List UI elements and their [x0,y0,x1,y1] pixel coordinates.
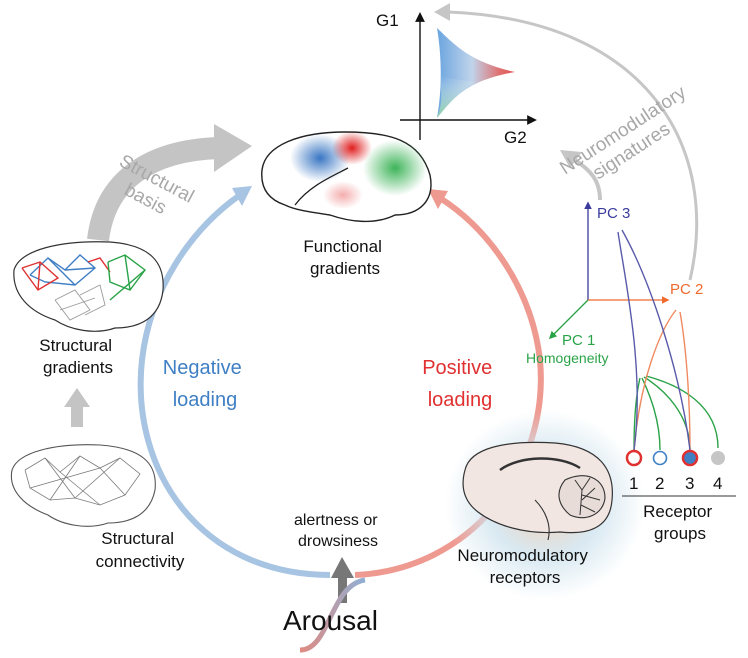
structural-network-gray [54,284,106,321]
receptor-group-3-marker [681,449,699,467]
receptor-group-2-number: 2 [655,474,664,493]
arousal-curve [299,577,366,653]
group3-to-pc3 [621,229,691,451]
receptor-group-1-number: 1 [629,474,638,493]
connectivity-to-gradients-arrow [71,405,83,427]
cerebellum-branches [574,477,601,516]
arousal-up-arrow [338,575,347,603]
receptor-groups: 1 2 3 4 Receptor groups [622,449,736,543]
pc2-to-plot-arrowhead [434,3,450,21]
functional-brain-sulcus [294,167,349,206]
pc2-to-plot-arrow [447,10,699,281]
neuromodulatory-signatures-label: Neuromodulatory signatures [556,79,706,197]
group3-to-pc1 [643,376,691,451]
neuromodulatory-receptors-label: Neuromodulatory receptors [457,546,592,587]
pc3-label: PC 3 [597,205,630,222]
structural-network-red [21,257,111,291]
group1-to-pc1 [633,377,641,451]
receptor-group-connections [617,229,719,451]
pc2-label: PC 2 [670,281,703,298]
positive-loading-arc [354,195,544,578]
group4-to-pc1 [645,375,719,449]
group1-to-pc2 [633,309,677,451]
functional-gradients-label: Functional gradients [303,237,386,278]
red-region [332,131,372,165]
gradient-plot: G1 G2 [376,11,537,147]
structural-connectivity-label: Structural connectivity [96,529,185,571]
negative-loading-arc [137,192,331,578]
structural-basis-arrow [87,137,221,242]
arousal-label: Arousal [283,605,378,636]
group1-to-pc3 [617,231,638,451]
alertness-label: alertness or drowsiness [294,512,382,550]
receptors-brainstem [534,499,550,541]
green-region [363,140,427,196]
pc3-to-plot-arrowhead [560,150,582,168]
functional-gradients-brain [261,131,432,223]
pink-region [323,181,363,209]
receptor-groups-label: Receptor groups [643,502,717,543]
connectivity-network [24,455,141,506]
connectivity-to-gradients-arrowhead [64,388,90,407]
pc1-axis [548,299,589,340]
receptors-cerebellum [558,475,606,519]
receptor-group-4-marker [711,451,725,465]
gradient-manifold-green [437,75,475,118]
negative-loading-arrowhead [232,186,252,206]
arousal-up-arrowhead [331,557,354,578]
structural-gradients-brain [13,241,164,332]
connectivity-brain-outline [10,444,156,527]
group2-to-pc1 [641,377,661,451]
homogeneity-label: Homogeneity [526,350,609,366]
group3-to-pc2 [679,311,691,451]
structural-gradients-label: Structural gradients [39,336,116,377]
structural-basis-arrowhead [214,124,252,172]
receptor-group-3-number: 3 [685,474,694,493]
pc1-label: PC 1 [562,332,595,349]
g2-axis-label: G2 [504,128,527,147]
receptors-brain [462,441,613,541]
structural-network-green [107,254,146,301]
pca-axes: PC 3 PC 2 PC 1 Homogeneity [526,201,703,366]
receptor-group-2-marker [652,450,668,466]
receptor-group-4-number: 4 [713,474,722,493]
positive-loading-arrowhead [428,189,448,209]
receptors-brain-callosum [499,457,581,472]
g1-axis-label: G1 [376,11,399,30]
negative-loading-label: Negative loading [163,357,248,411]
neuromodulatory-signatures-arrow [573,158,602,201]
positive-loading-label: Positive loading [422,357,498,411]
structural-connectivity-brain [10,444,156,527]
receptor-group-1-marker [625,449,643,467]
